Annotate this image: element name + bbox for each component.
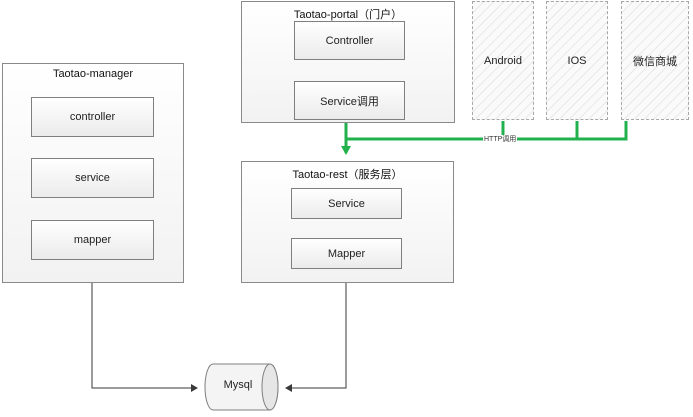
manager-title: Taotao-manager [52,68,134,80]
manager-mapper-box: mapper [31,220,154,260]
client-android: Android [472,1,534,120]
mysql-database-shape [204,363,279,411]
wire-manager-to-mysql [91,282,198,392]
client-wechat-mall: 微信商城 [621,1,689,120]
rest-title: Taotao-rest（服务层） [292,169,403,181]
rest-mapper-box: Mapper [291,238,402,269]
client-ios: IOS [546,1,608,120]
portal-controller-box: Controller [294,21,405,60]
mysql-label: Mysql [223,379,253,391]
wire-rest-to-mysql [285,283,347,392]
manager-service-box: service [31,158,154,198]
manager-controller-box: controller [31,97,154,137]
portal-title: Taotao-portal（门户） [293,9,403,21]
rest-service-box: Service [291,188,402,219]
portal-service-call-box: Service调用 [294,81,405,120]
http-call-label: HTTP调用 [483,135,518,144]
